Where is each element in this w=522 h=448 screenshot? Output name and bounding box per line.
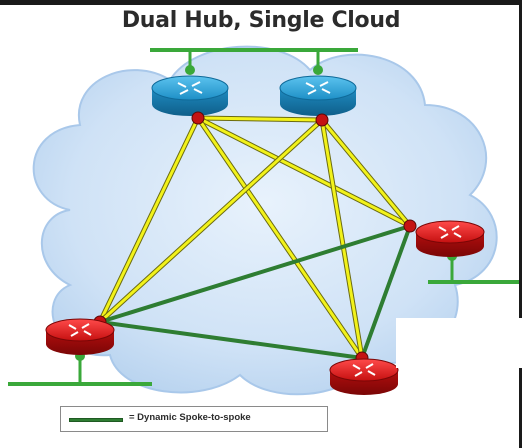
router-icon: [279, 75, 357, 116]
dynamic-tunnels: [98, 224, 412, 360]
tunnel-hub2-spoke3: [319, 117, 365, 361]
hub-1-lan-port: [185, 65, 195, 75]
tunnel-spoke1-spoke3: [98, 320, 364, 360]
right-border: [519, 0, 522, 448]
spoke-router-3: [329, 351, 399, 395]
tunnel-hub1-spoke1: [97, 115, 201, 325]
router-icon: [415, 220, 485, 257]
tunnel-spoke2-spoke3: [360, 224, 412, 360]
white-patch: [396, 318, 522, 368]
router-icon: [329, 358, 399, 395]
diagram-title: Dual Hub, Single Cloud: [121, 8, 401, 33]
tunnel-hub2-spoke2: [319, 117, 413, 229]
tunnel-hub2-spoke1: [97, 117, 325, 325]
tunnel-spoke1-spoke2: [98, 224, 412, 324]
tunnel-interface: [315, 113, 329, 127]
static-tunnels: [97, 115, 413, 361]
top-border: [0, 0, 522, 5]
tunnel-hub1-hub2: [195, 115, 325, 123]
router-icon: [45, 318, 115, 355]
hub-router-2: [279, 75, 357, 127]
spoke-router-1: [45, 315, 115, 355]
tunnel-hub1-spoke3: [195, 115, 365, 361]
tunnel-interface: [191, 111, 205, 125]
legend-swatch: [69, 418, 123, 422]
router-icon: [151, 75, 229, 116]
legend-label: = Dynamic Spoke-to-spoke: [129, 412, 251, 423]
spoke-router-2: [403, 219, 485, 257]
tunnel-hub1-spoke2: [195, 115, 413, 229]
hub-router-1: [151, 75, 229, 125]
hub-2-lan-port: [313, 65, 323, 75]
tunnel-interface: [403, 219, 417, 233]
legend: = Dynamic Spoke-to-spoke: [60, 406, 328, 432]
